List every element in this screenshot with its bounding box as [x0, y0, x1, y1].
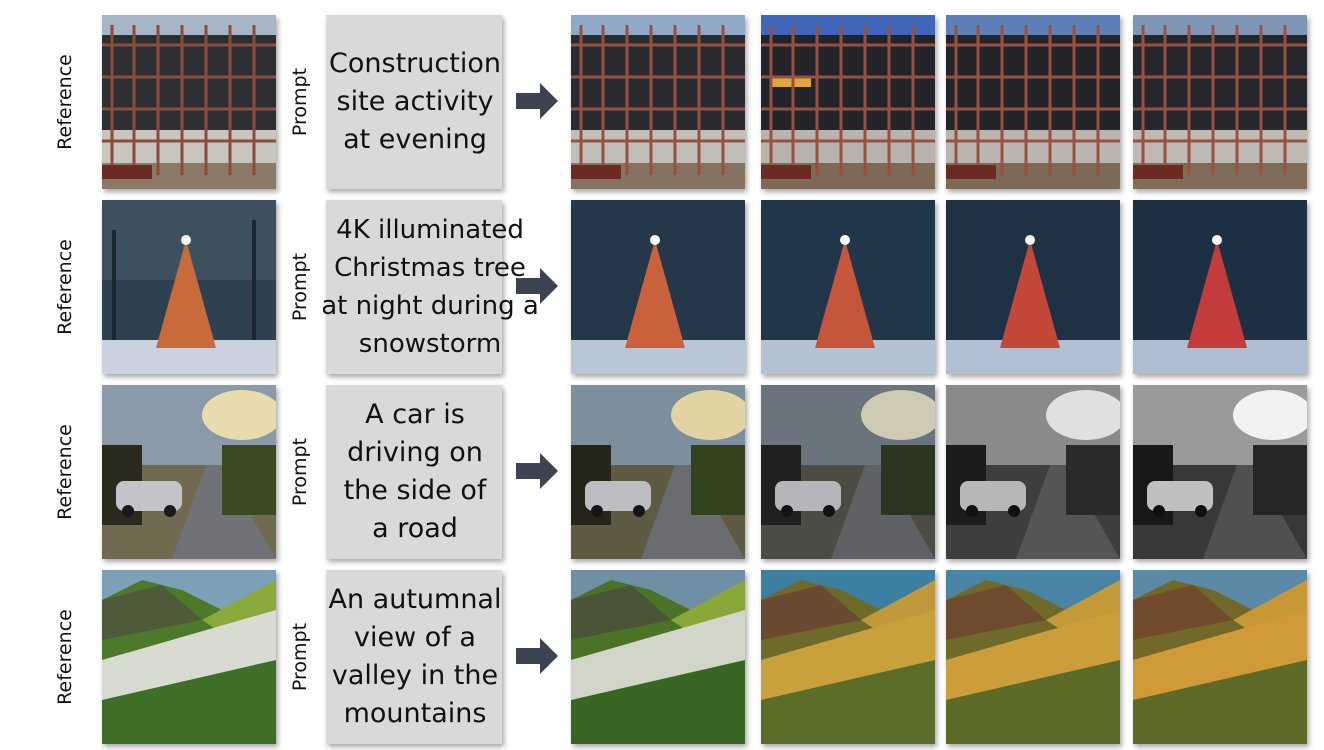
prompt-box — [326, 200, 502, 374]
output-image-christmas-4 — [1133, 200, 1307, 374]
output-image-car-2 — [761, 385, 935, 559]
example-row-valley: Reference Prompt An autumnal view of a v… — [0, 570, 1324, 744]
prompt-label: Prompt — [289, 252, 311, 322]
output-image-valley-2 — [761, 570, 935, 744]
prompt-text-christmas: 4K illuminated Christmas tree at night d… — [321, 215, 539, 359]
output-image-construction-3 — [946, 15, 1120, 189]
prompt-text-construction: Construction site activity at evening — [329, 48, 501, 155]
output-image-construction-4 — [1133, 15, 1307, 189]
prompt-box — [326, 15, 502, 189]
arrow-right-icon — [516, 638, 558, 674]
output-image-valley-4 — [1133, 570, 1307, 744]
output-image-valley-3 — [946, 570, 1120, 744]
output-image-christmas-3 — [946, 200, 1120, 374]
reference-label: Reference — [54, 239, 76, 335]
example-row-christmas: Reference Prompt 4K illuminated Christma… — [0, 200, 1324, 374]
output-image-car-4 — [1133, 385, 1307, 559]
reference-label: Reference — [54, 424, 76, 520]
prompt-text-car: A car is driving on the side of a road — [343, 399, 487, 544]
output-image-construction-1 — [571, 15, 745, 189]
reference-image-christmas — [102, 200, 276, 374]
output-image-car-3 — [946, 385, 1120, 559]
example-row-car: Reference Prompt A car is driving on the… — [0, 385, 1324, 559]
output-image-car-1 — [571, 385, 745, 559]
arrow-right-icon — [516, 268, 558, 304]
reference-label: Reference — [54, 609, 76, 705]
example-row-construction: Reference Prompt Construction site activ… — [0, 15, 1324, 189]
prompt-label: Prompt — [289, 622, 311, 692]
output-image-valley-1 — [571, 570, 745, 744]
reference-label: Reference — [54, 54, 76, 150]
output-image-christmas-2 — [761, 200, 935, 374]
prompt-label: Prompt — [289, 67, 311, 137]
arrow-right-icon — [516, 453, 558, 489]
reference-image-construction — [102, 15, 276, 189]
output-image-construction-2 — [761, 15, 935, 189]
reference-image-valley — [102, 570, 276, 744]
prompt-box — [326, 385, 502, 559]
prompt-box — [326, 570, 502, 744]
prompt-text-valley: An autumnal view of a valley in the moun… — [328, 584, 502, 729]
reference-image-car — [102, 385, 276, 559]
arrow-right-icon — [516, 83, 558, 119]
output-image-christmas-1 — [571, 200, 745, 374]
prompt-label: Prompt — [289, 437, 311, 507]
